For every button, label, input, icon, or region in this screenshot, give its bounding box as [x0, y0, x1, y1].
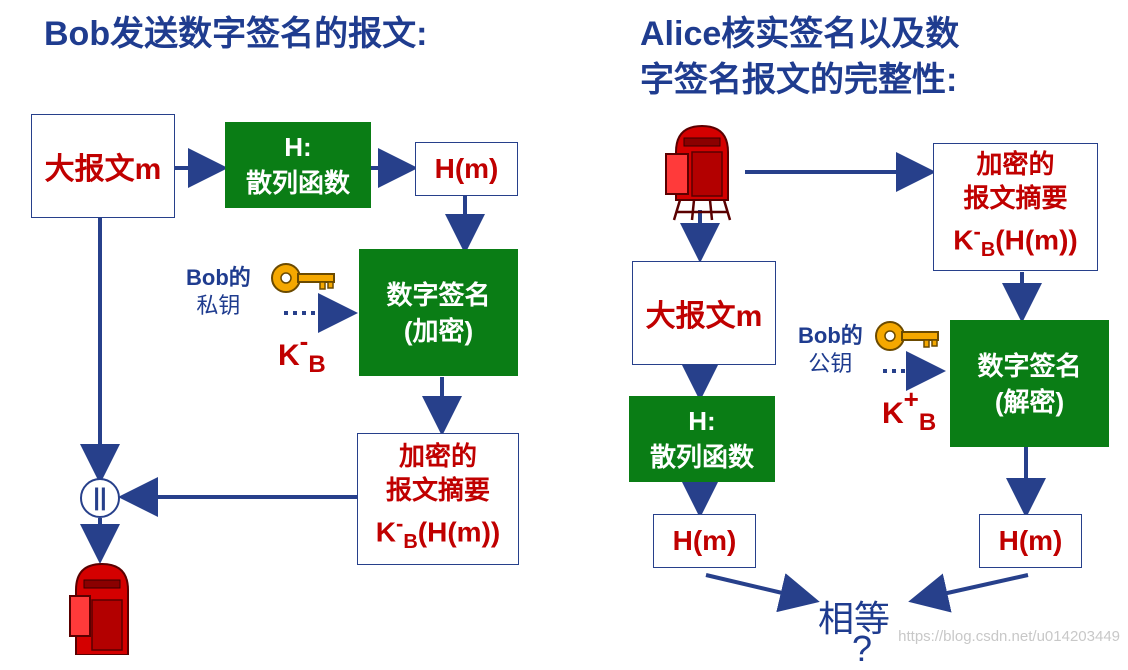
- result-label: 相等: [818, 598, 891, 639]
- right-hm-right-label: H(m): [998, 525, 1063, 556]
- right-title-line2: 字签名报文的完整性:: [640, 61, 958, 99]
- combine-symbol: ||: [80, 478, 120, 518]
- left-digest-label-1: 加密的: [398, 441, 477, 472]
- right-digest-label-2: 报文摘要: [963, 183, 1068, 214]
- right-key-symbol: K+B: [882, 384, 937, 436]
- right-message-label: 大报文m: [645, 300, 763, 333]
- left-title: Bob发送数字签名的报文:: [44, 15, 428, 53]
- right-hm-left-label: H(m): [672, 525, 737, 556]
- left-message-box: 大报文m: [31, 114, 175, 218]
- arrow-connectors: [80, 148, 1046, 613]
- right-title-line1: Alice核实签名以及数: [640, 15, 960, 53]
- right-hm-box-left: H(m): [653, 514, 756, 568]
- mailbox-icon: [665, 124, 732, 221]
- arrow-icon: [908, 573, 1029, 613]
- left-hash-label-1: H:: [284, 132, 312, 162]
- right-digest-box: 加密的 报文摘要 K-B(H(m)): [933, 143, 1098, 271]
- left-sign-box: 数字签名 (加密): [359, 249, 518, 376]
- right-hm-box-right: H(m): [979, 514, 1082, 568]
- right-key-label-2: 公钥: [808, 351, 853, 376]
- left-digest-label-2: 报文摘要: [385, 475, 490, 506]
- left-hash-box: H: 散列函数: [225, 122, 371, 208]
- left-message-label: 大报文m: [44, 153, 162, 186]
- right-verify-label-2: (解密): [994, 386, 1065, 417]
- watermark: https://blog.csdn.net/u014203449: [898, 628, 1120, 645]
- left-key-label-1: Bob的: [186, 265, 251, 290]
- arrow-icon: [705, 573, 820, 613]
- right-verify-box: 数字签名 (解密): [950, 320, 1109, 447]
- left-digest-formula: K-B(H(m)): [375, 511, 501, 553]
- right-digest-formula: K-B(H(m)): [953, 219, 1078, 261]
- result-question: ?: [852, 628, 873, 669]
- left-sign-label-1: 数字签名: [386, 279, 491, 310]
- left-hm-box: H(m): [415, 142, 518, 196]
- left-key-symbol: K-B: [278, 326, 326, 378]
- right-key-label: Bob的 公钥: [798, 322, 863, 378]
- key-icon: [271, 263, 335, 293]
- left-hash-label-2: 散列函数: [245, 168, 350, 198]
- right-key-label-1: Bob的: [798, 323, 863, 348]
- right-digest-label-1: 加密的: [976, 149, 1055, 180]
- key-icon: [875, 321, 939, 351]
- mailbox-icon: [69, 562, 129, 655]
- left-key-label: Bob的 私钥: [186, 264, 251, 320]
- right-hash-label-1: H:: [688, 406, 716, 436]
- left-sign-label-2: (加密): [403, 315, 474, 346]
- left-hm-label: H(m): [434, 153, 499, 184]
- right-hash-label-2: 散列函数: [649, 442, 754, 472]
- right-verify-label-1: 数字签名: [977, 350, 1082, 381]
- right-hash-box: H: 散列函数: [629, 396, 775, 482]
- right-message-box: 大报文m: [632, 261, 776, 365]
- left-key-label-2: 私钥: [196, 293, 241, 318]
- left-digest-box: 加密的 报文摘要 K-B(H(m)): [357, 433, 519, 565]
